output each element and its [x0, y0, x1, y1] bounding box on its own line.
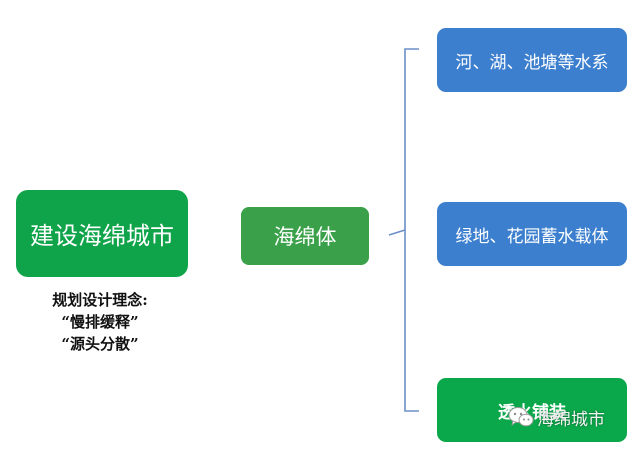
main-node-build-sponge-city: 建设海绵城市	[16, 190, 188, 277]
main-node-label: 建设海绵城市	[30, 222, 174, 250]
branch-label-green-storage: 绿地、花园蓄水载体	[455, 226, 609, 247]
brace-tick	[388, 229, 406, 236]
watermark-text: 海绵城市	[537, 409, 605, 430]
branch-node-water-systems: 河、湖、池塘等水系	[437, 28, 627, 92]
middle-node-label: 海绵体	[273, 225, 337, 249]
brace-line	[404, 48, 419, 412]
concept-title: 规划设计理念:	[52, 291, 148, 309]
middle-node-sponge-body: 海绵体	[241, 207, 369, 265]
wechat-icon	[508, 407, 534, 427]
branch-label-water-systems: 河、湖、池塘等水系	[455, 52, 609, 73]
concept-line-source-dispersion: “源头分散”	[61, 335, 139, 353]
concept-line-slow-release: “慢排缓释”	[61, 313, 139, 331]
branch-node-green-storage: 绿地、花园蓄水载体	[437, 202, 627, 266]
watermark: 海绵城市	[508, 404, 605, 430]
